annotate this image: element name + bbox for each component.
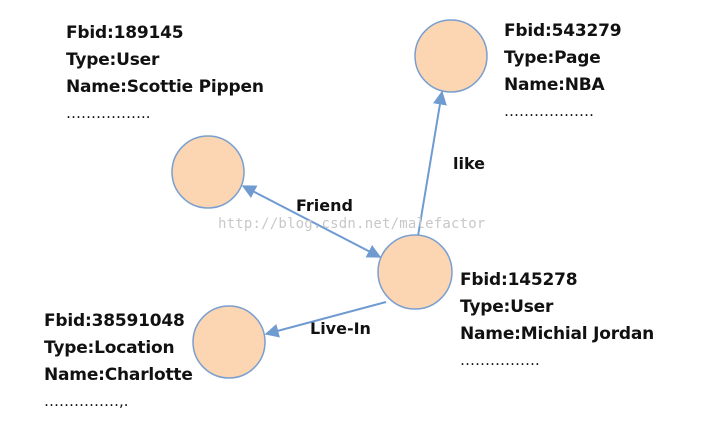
live-in-edge: [264, 301, 387, 338]
michial-info: Fbid:145278 Type:User Name:Michial Jorda…: [460, 267, 654, 372]
nba-node: [414, 19, 488, 93]
nba-name: Name:NBA: [504, 75, 605, 95]
charlotte-type: Type:Location: [44, 338, 175, 358]
scottie-type: Type:User: [66, 50, 160, 70]
michial-name: Name:Michial Jordan: [460, 324, 655, 344]
live-in-label: Live-In: [310, 319, 371, 338]
scottie-node: [171, 135, 245, 209]
michial-fbid: Fbid:145278: [460, 270, 578, 290]
charlotte-fbid: Fbid:38591048: [44, 311, 185, 331]
michial-type: Type:User: [460, 297, 554, 317]
michial-more: …………….: [460, 351, 540, 369]
scottie-fbid: Fbid:189145: [66, 23, 184, 43]
watermark: http://blog.csdn.net/malefactor: [218, 216, 486, 232]
friend-edge: [241, 185, 382, 258]
nba-info: Fbid:543279 Type:Page Name:NBA ………………: [504, 18, 622, 123]
charlotte-name: Name:Charlotte: [44, 365, 193, 385]
charlotte-info: Fbid:38591048 Type:Location Name:Charlot…: [44, 308, 193, 413]
nba-type: Type:Page: [504, 48, 601, 68]
nba-fbid: Fbid:543279: [504, 21, 622, 41]
scottie-more: ……………..: [66, 104, 151, 122]
like-edge: [417, 90, 447, 237]
friend-label: Friend: [296, 196, 353, 215]
scottie-name: Name:Scottie Pippen: [66, 77, 264, 97]
charlotte-more: ……………,.: [44, 392, 129, 410]
michial-node: [377, 234, 453, 310]
charlotte-node: [192, 305, 266, 379]
scottie-info: Fbid:189145 Type:User Name:Scottie Pippe…: [66, 20, 264, 125]
nba-more: ………………: [504, 102, 594, 120]
like-label: like: [453, 154, 486, 173]
